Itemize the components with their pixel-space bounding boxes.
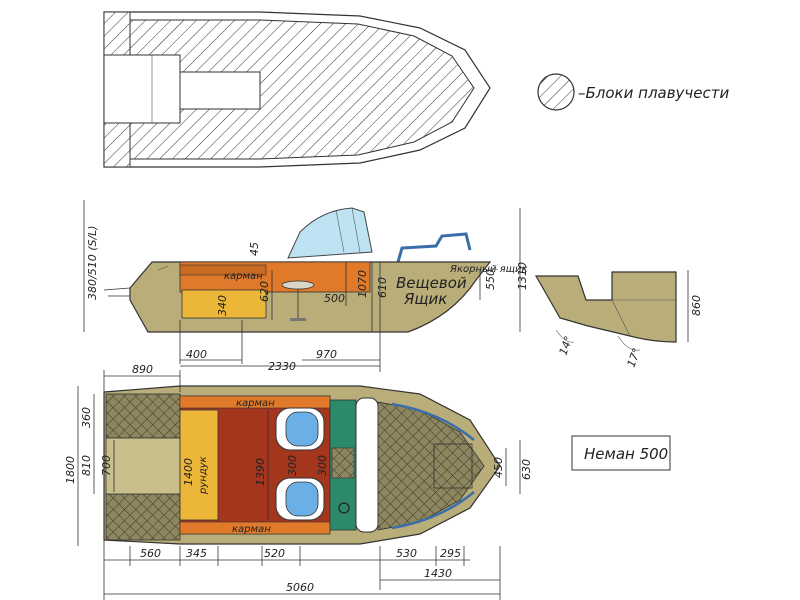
dim-45: 45 — [248, 242, 261, 256]
steering-wheel-icon — [338, 502, 350, 514]
side-storage-label-2: Ящик — [403, 290, 447, 308]
dim-1400: 1400 — [182, 458, 195, 486]
rail-top — [391, 402, 475, 441]
dim-1430: 1430 — [424, 567, 452, 580]
hull-plan-view — [103, 11, 491, 168]
side-seat — [281, 280, 315, 290]
dim-970: 970 — [316, 348, 337, 361]
dim-5060: 5060 — [286, 581, 314, 594]
dim-380-510: 380/510 (S/L) — [86, 225, 99, 300]
dim-300-b: 300 — [316, 455, 329, 476]
dim-530: 530 — [396, 547, 417, 560]
side-view: карман Вещевой Ящик Якорный ящик 380/510… — [83, 200, 529, 373]
legend-text: –Блоки плавучести — [578, 84, 730, 102]
pocket-top-label: карман — [236, 398, 275, 409]
dim-1800: 1800 — [64, 456, 77, 484]
dim-1390: 1390 — [254, 458, 267, 486]
rail-bottom — [391, 491, 475, 530]
dim-810: 810 — [80, 455, 93, 476]
cross-section-view: 860 14° 17° — [534, 270, 703, 369]
angle-17: 17° — [625, 346, 644, 369]
side-pocket-bar — [179, 264, 267, 276]
transom-cutout — [103, 54, 181, 124]
windshield-top — [355, 397, 379, 533]
dim-500: 500 — [324, 292, 345, 305]
model-name-box: Неман 500 — [571, 435, 671, 471]
dim-1310: 1310 — [516, 262, 529, 290]
side-storage-label-1: Вещевой — [396, 274, 467, 292]
dim-450: 450 — [492, 457, 505, 478]
top-deck-view: карман карман рундук 890 1800 360 810 70… — [64, 363, 533, 600]
dim-610: 610 — [376, 277, 389, 298]
console-grid — [331, 447, 355, 479]
windshield — [287, 207, 373, 259]
dim-340: 340 — [216, 295, 229, 316]
dim-360: 360 — [80, 407, 93, 428]
dim-2330: 2330 — [268, 360, 296, 373]
hatched-circle-icon — [537, 73, 575, 111]
grid-block-top — [105, 393, 181, 439]
dim-630: 630 — [520, 459, 533, 480]
anchor-hatch — [433, 443, 473, 489]
locker-yellow — [179, 409, 219, 521]
legend: –Блоки плавучести — [537, 73, 730, 111]
dim-860: 860 — [690, 295, 703, 316]
section-hull — [534, 271, 677, 343]
side-locker-yellow — [181, 289, 267, 319]
seat-bottom-cushion — [285, 481, 319, 517]
pocket-bottom-label: карман — [232, 524, 271, 535]
step-block-bottom — [103, 122, 131, 168]
locker-label: рундук — [198, 456, 209, 495]
dim-400: 400 — [186, 348, 207, 361]
grid-block-bottom — [105, 493, 181, 541]
model-name: Неман 500 — [584, 445, 668, 463]
deck-cutout — [179, 71, 261, 110]
dim-560: 560 — [140, 547, 161, 560]
step-block-top — [103, 11, 131, 56]
dim-550: 550 — [484, 269, 497, 290]
dim-295: 295 — [440, 547, 461, 560]
seat-top-cushion — [285, 411, 319, 447]
angle-14: 14° — [557, 334, 576, 357]
dim-1070: 1070 — [356, 270, 369, 298]
side-pocket-label: карман — [224, 271, 263, 282]
dim-890: 890 — [132, 363, 153, 376]
dim-520: 520 — [264, 547, 285, 560]
dim-620: 620 — [258, 281, 271, 302]
dim-300-a: 300 — [286, 455, 299, 476]
seat-rail — [396, 232, 472, 263]
transom-well — [105, 437, 181, 495]
dim-345: 345 — [186, 547, 207, 560]
side-anchor-box-label: Якорный ящик — [449, 264, 528, 275]
dim-700: 700 — [100, 455, 113, 476]
hull-plan-inner — [129, 19, 475, 160]
